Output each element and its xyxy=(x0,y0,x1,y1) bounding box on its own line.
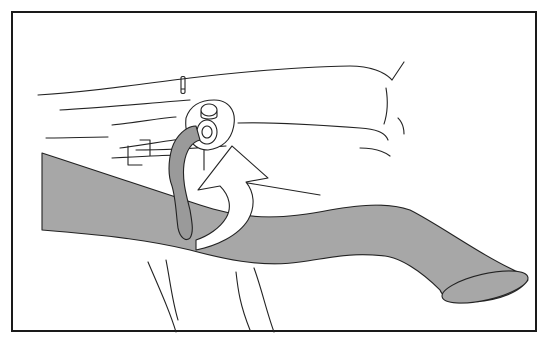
support-lines xyxy=(148,260,274,332)
hose-icon xyxy=(42,153,528,302)
